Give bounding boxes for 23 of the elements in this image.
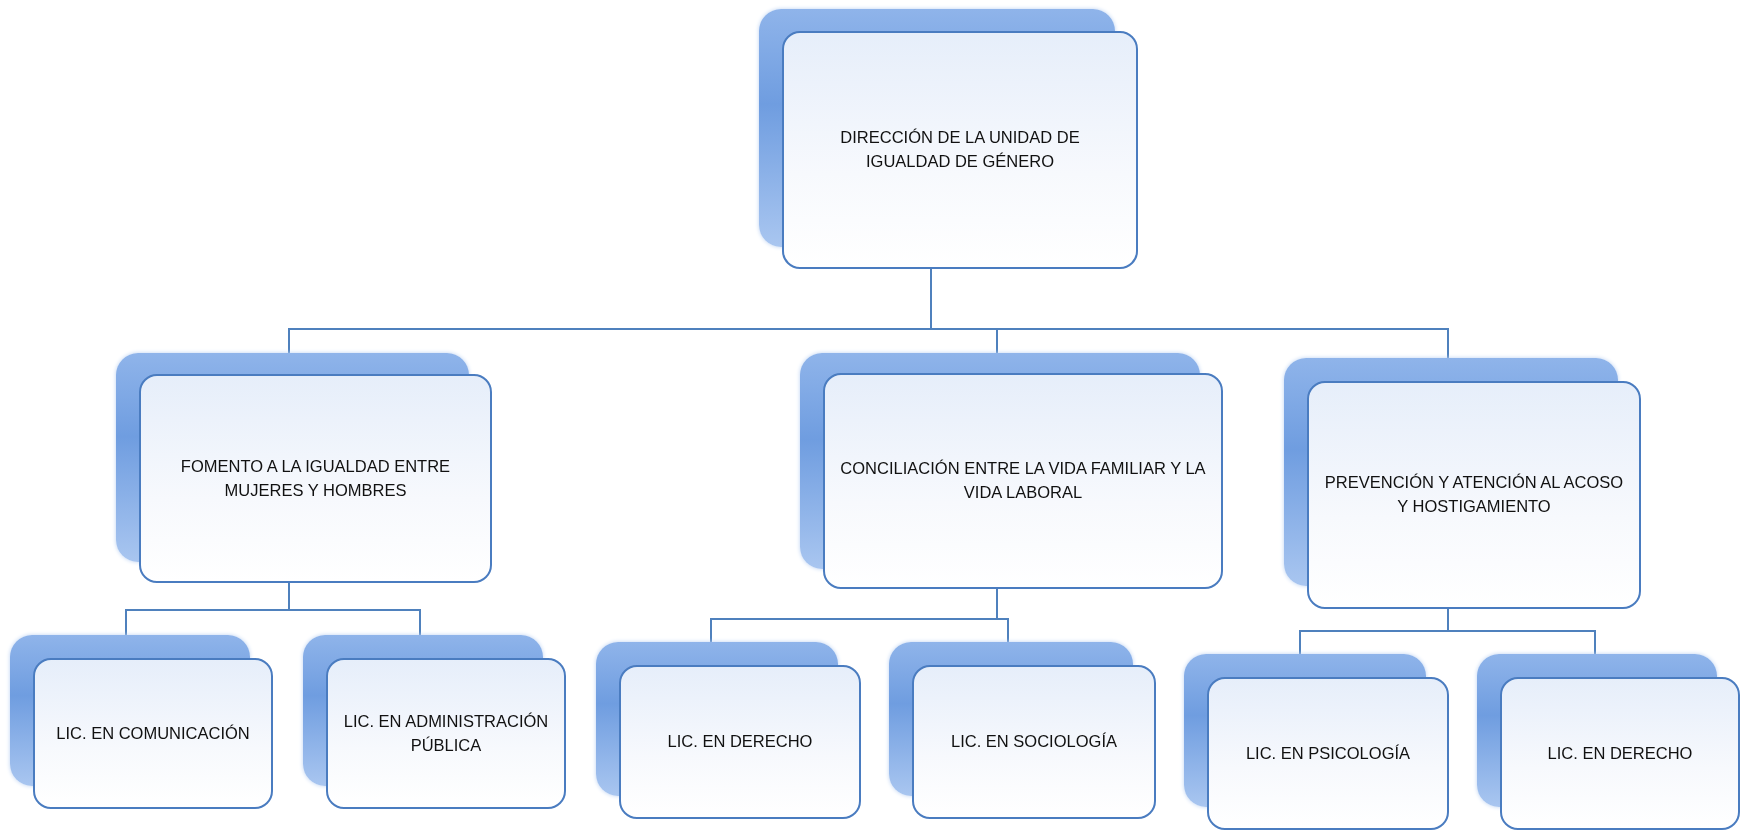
unit-title: PREVENCIÓN Y ATENCIÓN AL ACOSO Y HOSTIGAMIENTO xyxy=(1323,472,1625,517)
unit-title: LIC. EN SOCIOLOGÍA xyxy=(951,731,1117,753)
connector-line xyxy=(1447,608,1596,655)
org-unit-box xyxy=(10,635,273,809)
org-unit-box xyxy=(1477,654,1740,830)
org-unit-box xyxy=(1184,654,1449,830)
unit-title: LIC. EN COMUNICACIÓN xyxy=(56,722,250,744)
unit-title: FOMENTO A LA IGUALDAD ENTRE MUJERES Y HOMBRES xyxy=(179,455,452,501)
org-unit-box xyxy=(116,353,492,583)
connector-line xyxy=(996,588,1009,643)
unit-title: LIC. EN DERECHO xyxy=(667,731,813,753)
org-unit-box xyxy=(889,642,1156,819)
org-unit-box xyxy=(596,642,861,819)
unit-title: DIRECCIÓN DE LA UNIDAD DE IGUALDAD DE GÉNERO xyxy=(839,127,1081,172)
org-unit-box xyxy=(800,353,1223,589)
org-unit-box xyxy=(759,9,1138,269)
unit-title: LIC. EN PSICOLOGÍA xyxy=(1245,742,1411,764)
connector-line xyxy=(288,582,421,636)
org-unit-box xyxy=(1284,358,1641,609)
unit-title: LIC. EN DERECHO xyxy=(1547,742,1693,764)
unit-title: CONCILIACIÓN ENTRE LA VIDA FAMILIAR Y LA VIDA LABORAL xyxy=(839,458,1207,503)
unit-title: LIC. EN ADMINISTRACIÓN PÚBLICA xyxy=(342,710,550,756)
org-unit-box xyxy=(303,635,566,809)
